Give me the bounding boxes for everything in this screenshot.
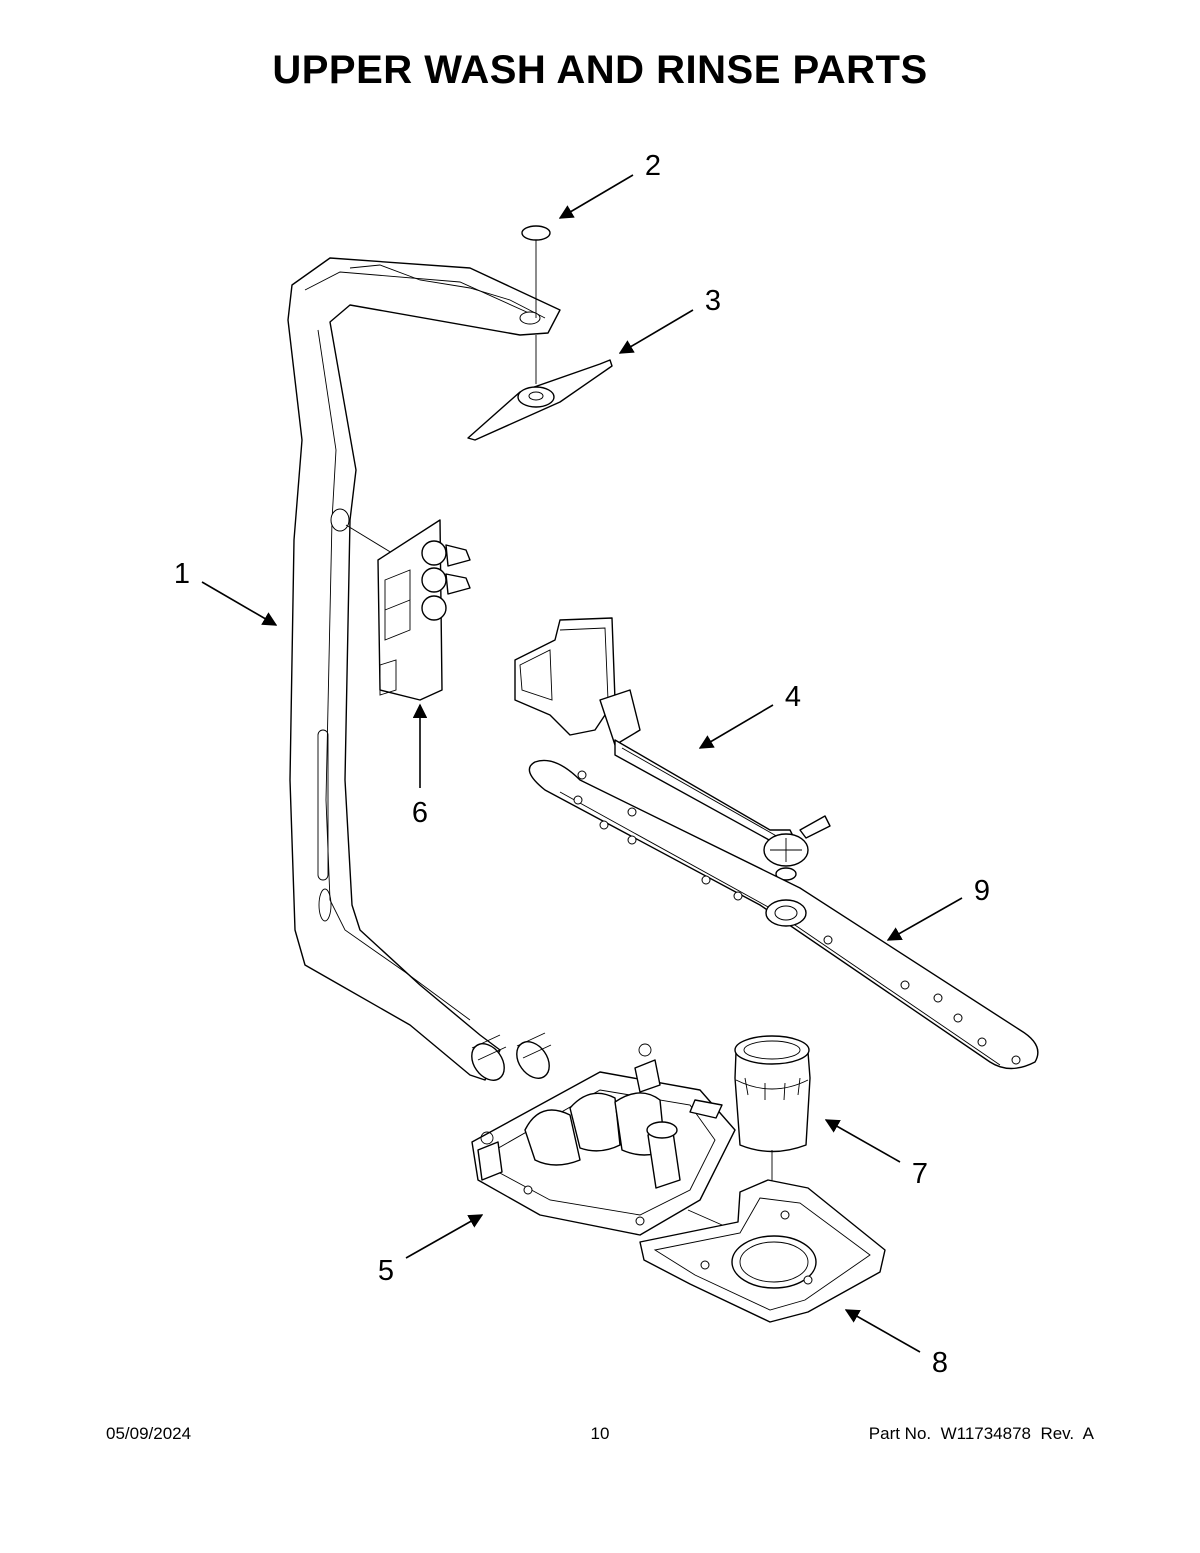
part-8-filter-plate bbox=[639, 1179, 886, 1323]
leader-5 bbox=[405, 1214, 484, 1259]
part-4-sensor-tube bbox=[514, 617, 831, 881]
leader-2 bbox=[558, 174, 634, 219]
leader-arrows bbox=[201, 174, 963, 1353]
callout-6: 6 bbox=[412, 797, 428, 829]
callout-3: 3 bbox=[705, 285, 721, 317]
part-2-cap bbox=[521, 225, 551, 318]
part-6-diverter-assembly bbox=[345, 519, 471, 701]
footer-part-number: Part No. W11734878 Rev. A bbox=[868, 1424, 1094, 1443]
leader-3 bbox=[618, 309, 694, 354]
callout-9: 9 bbox=[974, 875, 990, 907]
callout-4: 4 bbox=[785, 681, 801, 713]
part-7-filter bbox=[734, 1035, 811, 1275]
page-title: UPPER WASH AND RINSE PARTS bbox=[272, 48, 928, 92]
leader-7 bbox=[824, 1119, 901, 1163]
footer-date: 05/09/2024 bbox=[106, 1424, 192, 1443]
leader-9 bbox=[886, 897, 963, 941]
part-5-sump-housing bbox=[471, 1043, 736, 1236]
callout-5: 5 bbox=[378, 1255, 394, 1287]
footer-page-number: 10 bbox=[590, 1424, 610, 1443]
callout-2: 2 bbox=[645, 150, 661, 182]
leader-4 bbox=[698, 704, 774, 749]
leader-8 bbox=[844, 1309, 921, 1353]
part-3-upper-spray-arm bbox=[467, 335, 613, 441]
callout-8: 8 bbox=[932, 1347, 948, 1379]
callout-labels: 1 2 3 4 5 6 7 8 9 bbox=[174, 150, 990, 1379]
part-1-wash-conduit bbox=[287, 257, 561, 1081]
part-9-lower-spray-arm bbox=[528, 759, 1039, 1070]
callout-7: 7 bbox=[912, 1158, 928, 1190]
callout-1: 1 bbox=[174, 558, 190, 590]
leader-1 bbox=[201, 581, 278, 626]
